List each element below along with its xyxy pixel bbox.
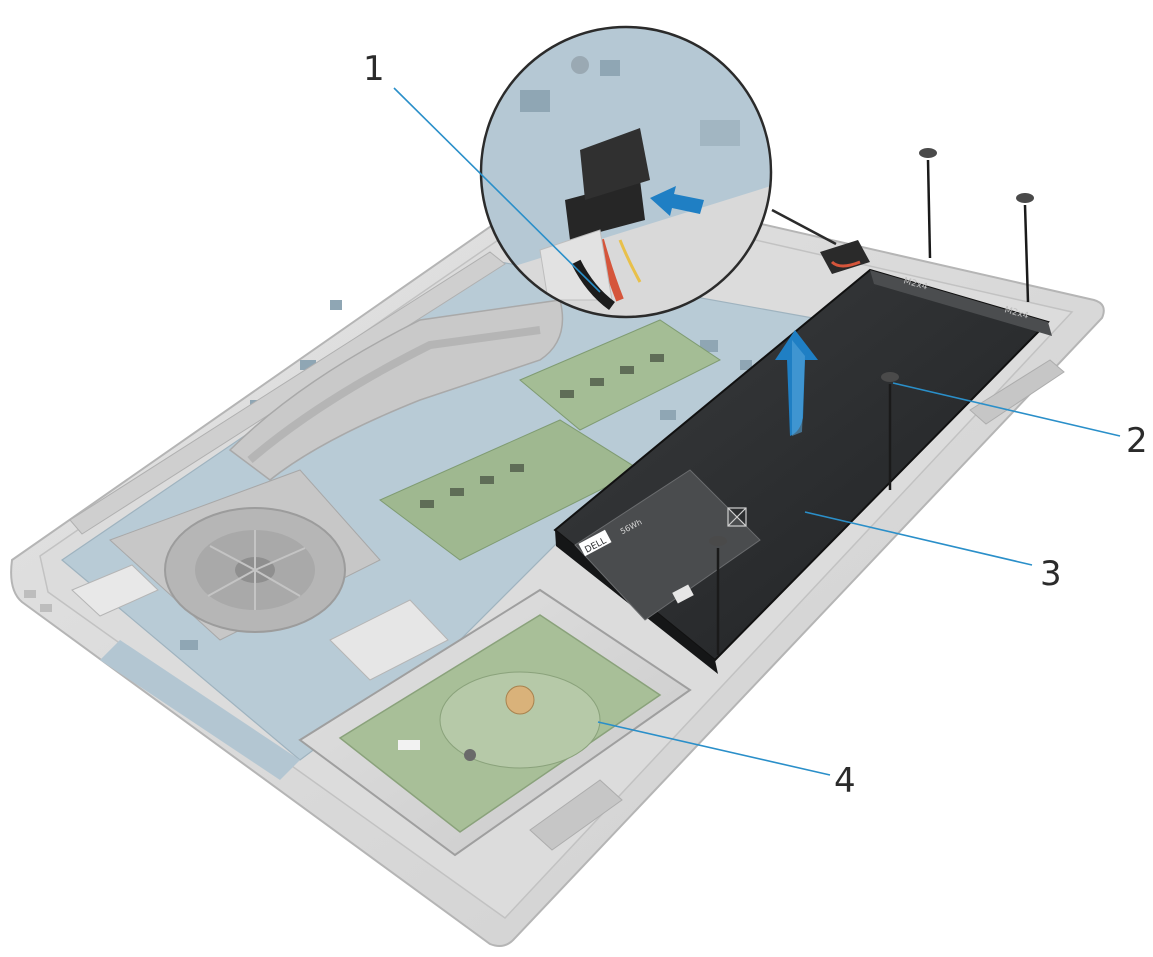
hard-drive [298,588,692,857]
battery: DELL 56Wh M2x4 M2x4 [553,268,1052,674]
leader-line-2 [892,382,1121,437]
callout-2: 2 [1126,421,1148,461]
leader-line-3 [804,511,1033,566]
screws [709,148,1034,655]
system-fan [109,469,381,641]
screw-icon [709,536,727,655]
callout-leaders [393,87,1121,776]
screw-icon [1016,193,1034,303]
callout-4: 4 [834,761,856,801]
battery-barcode-icon [672,584,694,604]
screw-icon [881,372,899,490]
callout-3: 3 [1040,554,1062,594]
heat-sink [69,251,564,535]
leader-line-4 [597,721,831,776]
zoom-inset [479,25,773,319]
speakers [529,359,1065,851]
screw-icon [919,148,937,259]
disposal-mark-icon [727,507,747,527]
callout-1: 1 [363,49,385,89]
wireless-card [71,564,159,617]
battery-cable-connector [771,208,870,274]
solid-state-drive [329,599,449,681]
dell-logo-icon [578,529,612,557]
lift-arrow-icon [775,330,818,436]
leader-line-1 [393,87,601,293]
disconnect-arrow-icon [650,186,704,216]
